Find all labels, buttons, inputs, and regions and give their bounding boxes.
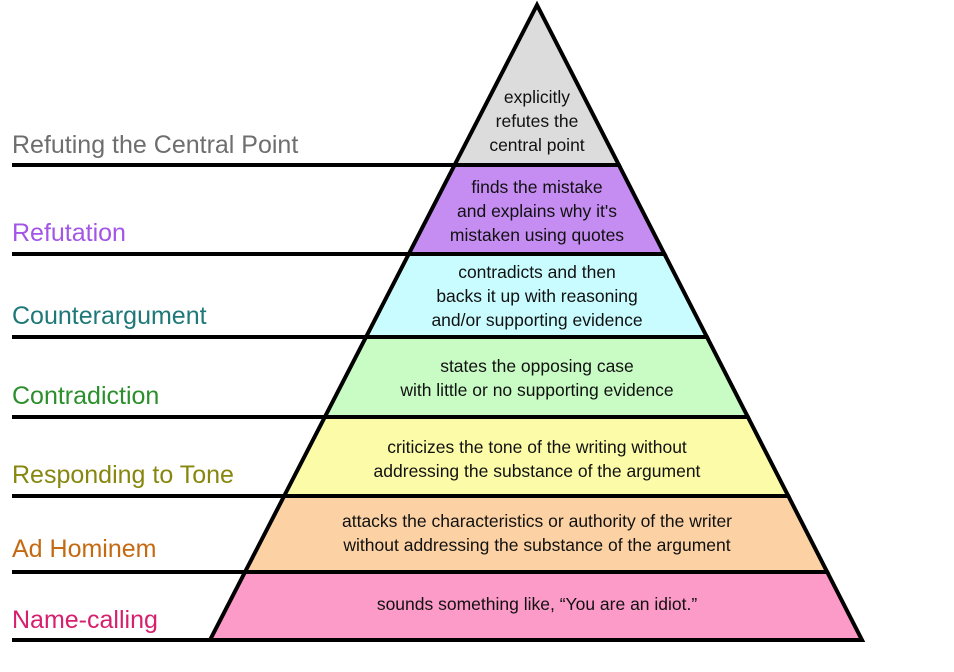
level-labels: Refuting the Central PointRefutationCoun… — [12, 131, 298, 634]
description-refuting-the-central-point-line-3: central point — [489, 135, 584, 155]
label-name-calling: Name-calling — [12, 606, 158, 634]
description-counterargument-line-3: and/or supporting evidence — [431, 310, 642, 330]
label-responding-to-tone: Responding to Tone — [12, 461, 234, 489]
description-refuting-the-central-point-line-2: refutes the — [496, 111, 579, 131]
tier-name-calling — [206, 570, 866, 642]
tier-contradiction — [321, 335, 752, 419]
description-refutation-line-1: finds the mistake — [471, 177, 602, 197]
description-counterargument-line-2: backs it up with reasoning — [436, 286, 637, 306]
description-responding-to-tone-line-2: addressing the substance of the argument — [374, 461, 701, 481]
description-counterargument-line-1: contradicts and then — [458, 262, 616, 282]
label-ad-hominem: Ad Hominem — [12, 535, 157, 563]
label-counterargument: Counterargument — [12, 302, 207, 330]
description-refuting-the-central-point-line-1: explicitly — [504, 87, 570, 107]
description-ad-hominem-line-2: without addressing the substance of the … — [342, 535, 730, 555]
description-refutation-line-2: and explains why it's — [457, 201, 617, 221]
level-descriptions: explicitly refutes the central point finds … — [342, 87, 732, 614]
description-ad-hominem-line-1: attacks the characteristics or authority… — [342, 511, 732, 531]
label-refuting-the-central-point: Refuting the Central Point — [12, 131, 298, 159]
tier-ad-hominem — [241, 494, 831, 574]
description-contradiction-line-2: with little or no supporting evidence — [399, 380, 673, 400]
label-refutation: Refutation — [12, 219, 126, 247]
label-contradiction: Contradiction — [12, 382, 159, 410]
description-contradiction-line-1: states the opposing case — [440, 356, 634, 376]
pyramid-tiers — [206, 0, 866, 642]
description-refutation-line-3: mistaken using quotes — [450, 225, 624, 245]
description-name-calling-line-1: sounds something like, “You are an idiot… — [377, 594, 698, 614]
level-divider-lines — [12, 163, 455, 642]
description-responding-to-tone-line-1: criticizes the tone of the writing witho… — [387, 437, 687, 457]
